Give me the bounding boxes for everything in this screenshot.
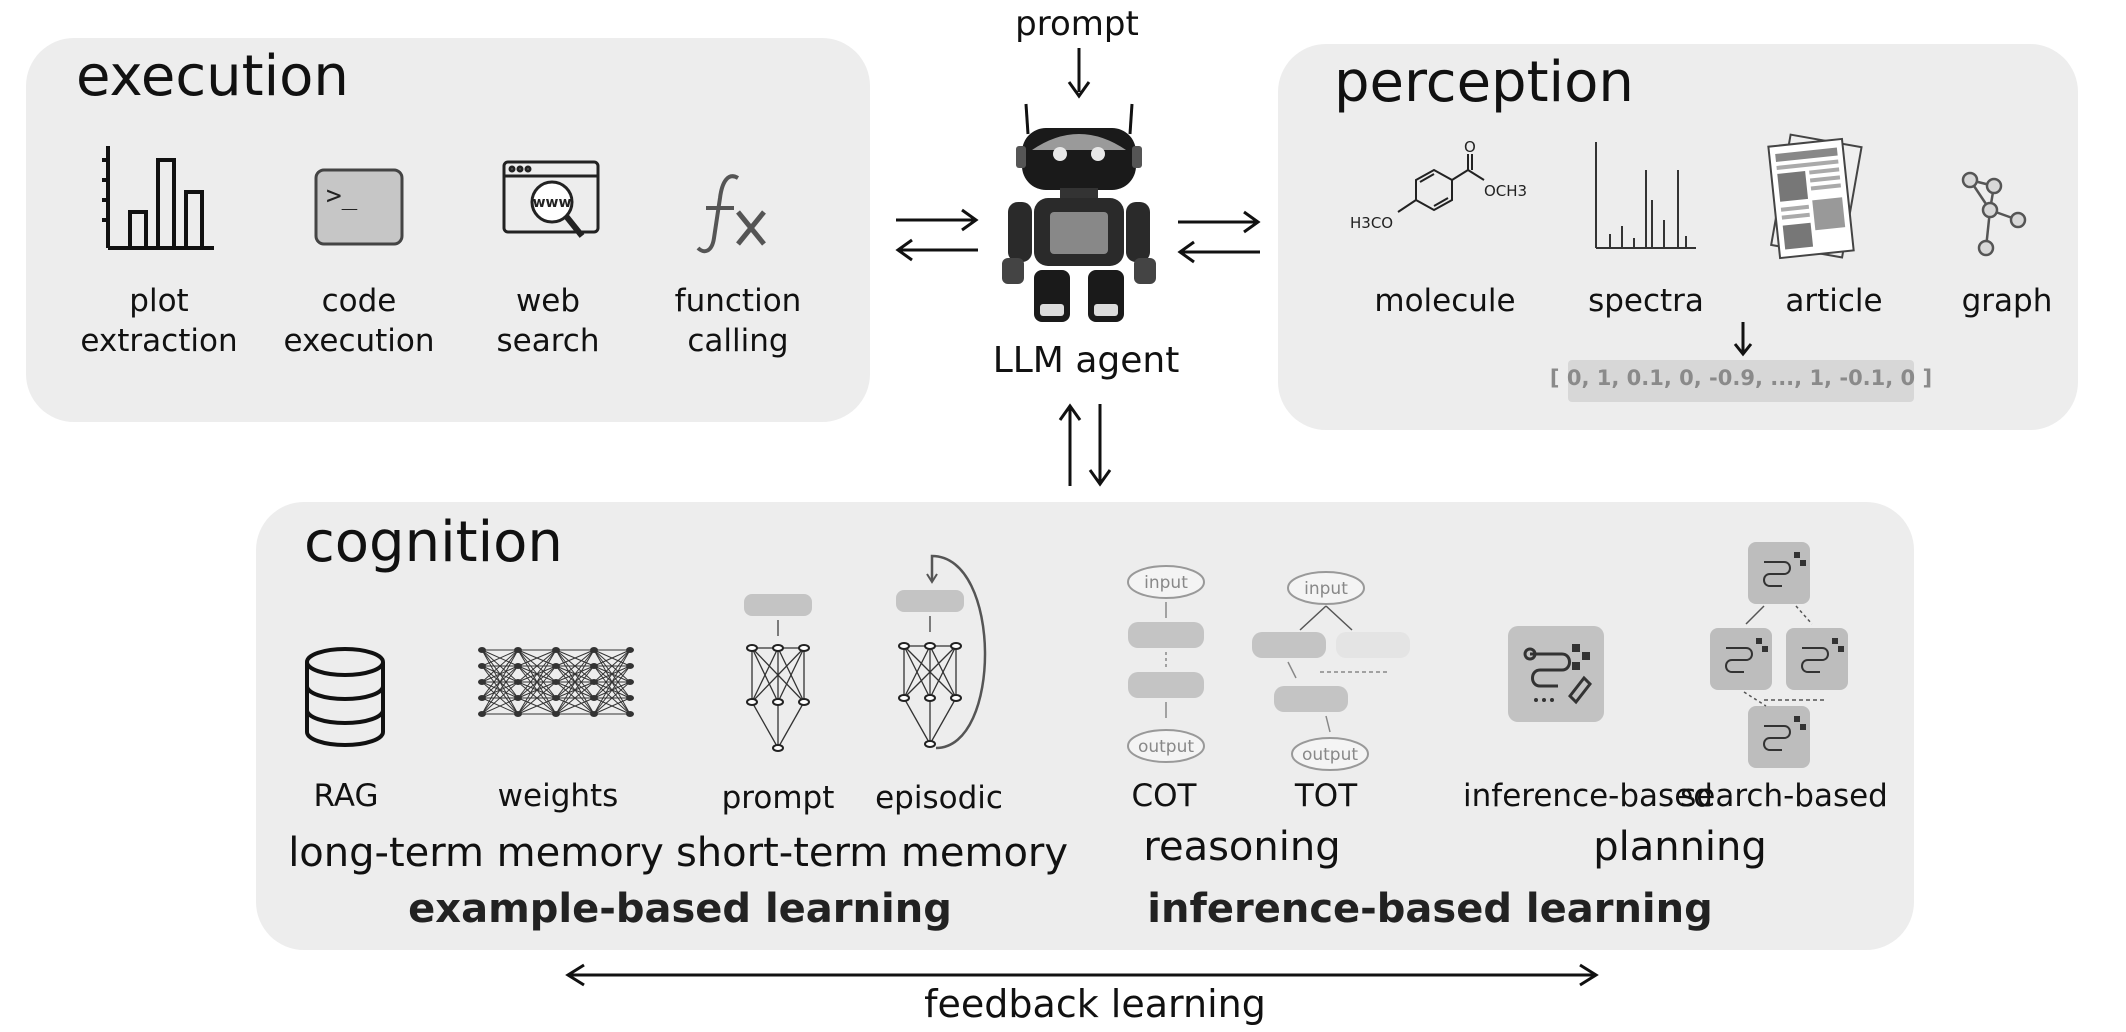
cot-icon: input output <box>1127 565 1205 763</box>
weights-label: weights <box>497 778 619 814</box>
short-term-memory-label: short-term memory <box>675 830 1069 876</box>
planning-inference-icon <box>1508 626 1604 722</box>
cognition-title: cognition <box>304 510 563 575</box>
bar-chart-icon <box>102 146 214 250</box>
inference-based-label: inference-based <box>1463 778 1713 814</box>
tot-input-text: input <box>1304 579 1348 599</box>
nn-node <box>626 647 634 653</box>
nn-node <box>626 711 634 717</box>
molecule-icon: H3CO OCH3 O <box>1350 138 1527 232</box>
episodic-memory-icon <box>896 554 987 750</box>
graph-label: graph <box>1961 283 2053 319</box>
planning-label: planning <box>1593 824 1767 870</box>
robot-icon <box>1002 103 1156 322</box>
rag-label: RAG <box>313 778 379 814</box>
terminal-icon: >_ <box>314 168 404 246</box>
web-search-icon: www <box>502 160 600 238</box>
execution-panel <box>26 38 870 422</box>
article-label: article <box>1785 283 1883 319</box>
nn-node <box>514 679 522 685</box>
function-icon <box>696 174 766 254</box>
nn-node <box>552 647 560 653</box>
nn-node <box>552 679 560 685</box>
tot-icon: input output <box>1252 571 1410 771</box>
inference-based-learning-label: inference-based learning <box>1147 886 1713 932</box>
execution-agent-arrows <box>895 208 979 262</box>
nn-node <box>552 695 560 701</box>
planning-search-icon <box>1710 542 1848 768</box>
feedback-double-arrow <box>565 963 1599 987</box>
molecule-o-text: O <box>1464 138 1476 156</box>
nn-node <box>590 711 598 717</box>
tot-label: TOT <box>1294 778 1358 814</box>
molecule-left-text: H3CO <box>1350 214 1393 232</box>
nn-node <box>590 663 598 669</box>
embedding-vector-text: [ 0, 1, 0.1, 0, -0.9, ..., 1, -0.1, 0 ] <box>1549 366 1933 390</box>
episodic-label: episodic <box>875 780 1003 816</box>
nn-node <box>626 663 634 669</box>
nn-node <box>514 663 522 669</box>
nn-node <box>514 695 522 701</box>
reasoning-label: reasoning <box>1143 824 1341 870</box>
nn-node <box>514 711 522 717</box>
neural-network-icon <box>478 647 634 717</box>
embedding-vector <box>1568 360 1914 402</box>
nn-node <box>478 695 486 701</box>
nn-node <box>626 679 634 685</box>
prompt-memory-label: prompt <box>721 780 835 816</box>
cot-input-text: input <box>1144 573 1188 593</box>
nn-node <box>626 695 634 701</box>
nn-node <box>478 679 486 685</box>
nn-node <box>552 711 560 717</box>
nn-node <box>590 695 598 701</box>
cot-output-text: output <box>1138 737 1194 757</box>
search-based-label: search-based <box>1680 778 1888 814</box>
www-text: www <box>533 195 572 211</box>
spectra-label: spectra <box>1588 283 1704 319</box>
example-based-learning-label: example-based learning <box>408 886 952 932</box>
nn-node <box>478 711 486 717</box>
nn-node <box>478 663 486 669</box>
feedback-learning-label: feedback learning <box>924 982 1266 1026</box>
agent-cognition-arrows <box>1058 403 1112 487</box>
article-icon <box>1767 133 1863 260</box>
execution-title: execution <box>76 44 349 109</box>
long-term-memory-label: long-term memory <box>288 830 664 876</box>
graph-icon <box>1961 171 2027 257</box>
prompt-memory-icon <box>744 594 812 752</box>
spectra-icon <box>1595 142 1696 249</box>
vector-down-arrow <box>1733 322 1753 357</box>
molecule-label: molecule <box>1374 283 1516 319</box>
perception-title: perception <box>1334 50 1634 115</box>
nn-node <box>478 647 486 653</box>
prompt-down-arrow <box>1067 48 1091 99</box>
agent-perception-arrows <box>1177 210 1261 264</box>
tot-output-text: output <box>1302 745 1358 765</box>
nn-node <box>552 663 560 669</box>
cot-label: COT <box>1131 778 1197 814</box>
llm-agent-label: LLM agent <box>992 340 1180 381</box>
molecule-right-text: OCH3 <box>1484 182 1527 200</box>
nn-node <box>590 679 598 685</box>
prompt-label: prompt <box>1015 4 1139 44</box>
database-icon <box>305 647 385 747</box>
terminal-text: >_ <box>326 181 358 211</box>
cognition-panel <box>256 502 1914 950</box>
nn-node <box>514 647 522 653</box>
nn-node <box>590 647 598 653</box>
